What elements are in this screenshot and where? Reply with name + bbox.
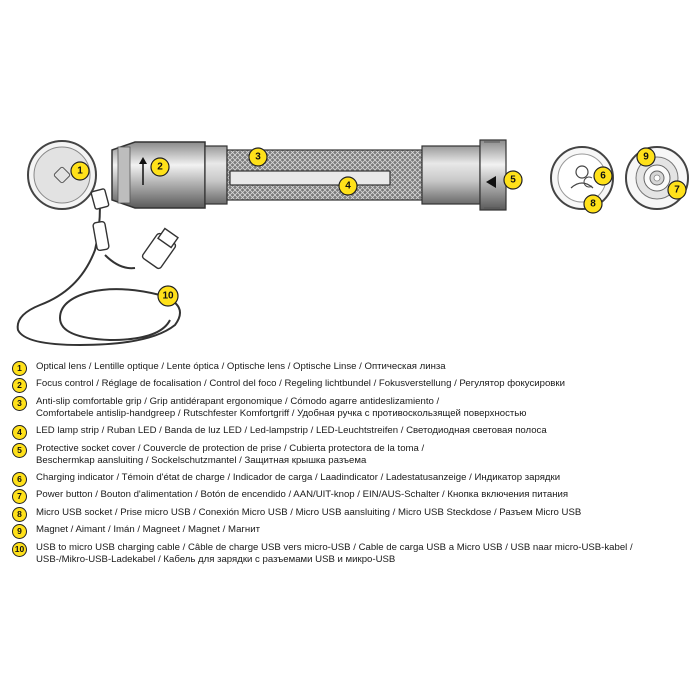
number-badge: 3 xyxy=(12,395,27,411)
callout-10: 10 xyxy=(157,285,179,307)
callout-7: 7 xyxy=(667,180,687,200)
flashlight-diagram: 1 2 3 4 5 6 7 8 9 10 xyxy=(16,139,689,347)
number-badge: 10 xyxy=(12,541,27,557)
callout-3: 3 xyxy=(248,147,268,167)
number-badge: 7 xyxy=(12,489,27,505)
legend-item-2: 2 Focus control / Réglage de focalisatio… xyxy=(12,378,692,394)
callout-6: 6 xyxy=(593,166,613,186)
legend-text: Charging indicator / Témoin d'état de ch… xyxy=(36,471,561,483)
callout-1: 1 xyxy=(70,161,90,181)
legend-item-3: 3 Anti-slip comfortable grip / Grip anti… xyxy=(12,395,692,420)
svg-text:9: 9 xyxy=(643,152,649,163)
optical-lens-front-view xyxy=(27,140,97,210)
svg-text:1: 1 xyxy=(77,166,83,177)
number-badge: 4 xyxy=(12,425,27,441)
number-badge: 9 xyxy=(12,524,27,540)
rear-button-view xyxy=(625,146,689,210)
legend-item-9: 9 Magnet / Aimant / Imán / Magneet / Mag… xyxy=(12,524,692,540)
rear-socket-view xyxy=(550,146,614,210)
legend-text: USB-/Mikro-USB-Ladekabel / Кабель для за… xyxy=(36,553,396,565)
svg-text:4: 4 xyxy=(345,181,351,192)
legend-text: Focus control / Réglage de focalisation … xyxy=(36,378,565,390)
svg-text:5: 5 xyxy=(510,175,516,186)
callout-8: 8 xyxy=(583,194,603,214)
legend-item-6: 6 Charging indicator / Témoin d'état de … xyxy=(12,471,692,487)
svg-text:2: 2 xyxy=(157,162,163,173)
legend-text: Beschermkap aansluiting / Sockelschutzma… xyxy=(36,454,367,466)
callout-2: 2 xyxy=(150,157,170,177)
legend-text: Micro USB socket / Prise micro USB / Con… xyxy=(36,506,582,518)
svg-text:3: 3 xyxy=(255,152,261,163)
svg-text:6: 6 xyxy=(600,171,606,182)
legend-item-10: 10 USB to micro USB charging cable / Câb… xyxy=(12,541,692,566)
legend-item-7: 7 Power button / Bouton d'alimentation /… xyxy=(12,489,692,505)
legend-item-5: 5 Protective socket cover / Couvercle de… xyxy=(12,442,692,467)
legend-item-8: 8 Micro USB socket / Prise micro USB / C… xyxy=(12,506,692,522)
svg-text:10: 10 xyxy=(162,291,174,302)
parts-legend: 1 Optical lens / Lentille optique / Lent… xyxy=(12,361,692,571)
svg-text:7: 7 xyxy=(674,185,680,196)
number-badge: 1 xyxy=(12,361,27,376)
legend-text: Comfortabele antislip-handgreep / Rutsch… xyxy=(36,407,527,419)
number-badge: 6 xyxy=(12,471,27,487)
number-badge: 2 xyxy=(12,378,27,394)
usb-cable xyxy=(16,188,181,347)
legend-item-1: 1 Optical lens / Lentille optique / Lent… xyxy=(12,361,692,376)
legend-text: LED lamp strip / Ruban LED / Banda de lu… xyxy=(36,425,547,437)
number-badge: 5 xyxy=(12,442,27,458)
flashlight-body xyxy=(111,139,507,211)
number-badge: 8 xyxy=(12,506,27,522)
callout-9: 9 xyxy=(636,147,656,167)
legend-text: Power button / Bouton d'alimentation / B… xyxy=(36,489,569,501)
legend-text: USB to micro USB charging cable / Câble … xyxy=(36,541,633,553)
legend-text: Anti-slip comfortable grip / Grip antidé… xyxy=(36,395,440,407)
legend-text: Protective socket cover / Couvercle de p… xyxy=(36,442,425,454)
callout-4: 4 xyxy=(338,176,358,196)
legend-text: Magnet / Aimant / Imán / Magneet / Magne… xyxy=(36,524,260,536)
callout-5: 5 xyxy=(503,170,523,190)
legend-item-4: 4 LED lamp strip / Ruban LED / Banda de … xyxy=(12,425,692,441)
legend-text: Optical lens / Lentille optique / Lente … xyxy=(36,361,446,372)
svg-text:8: 8 xyxy=(590,199,596,210)
